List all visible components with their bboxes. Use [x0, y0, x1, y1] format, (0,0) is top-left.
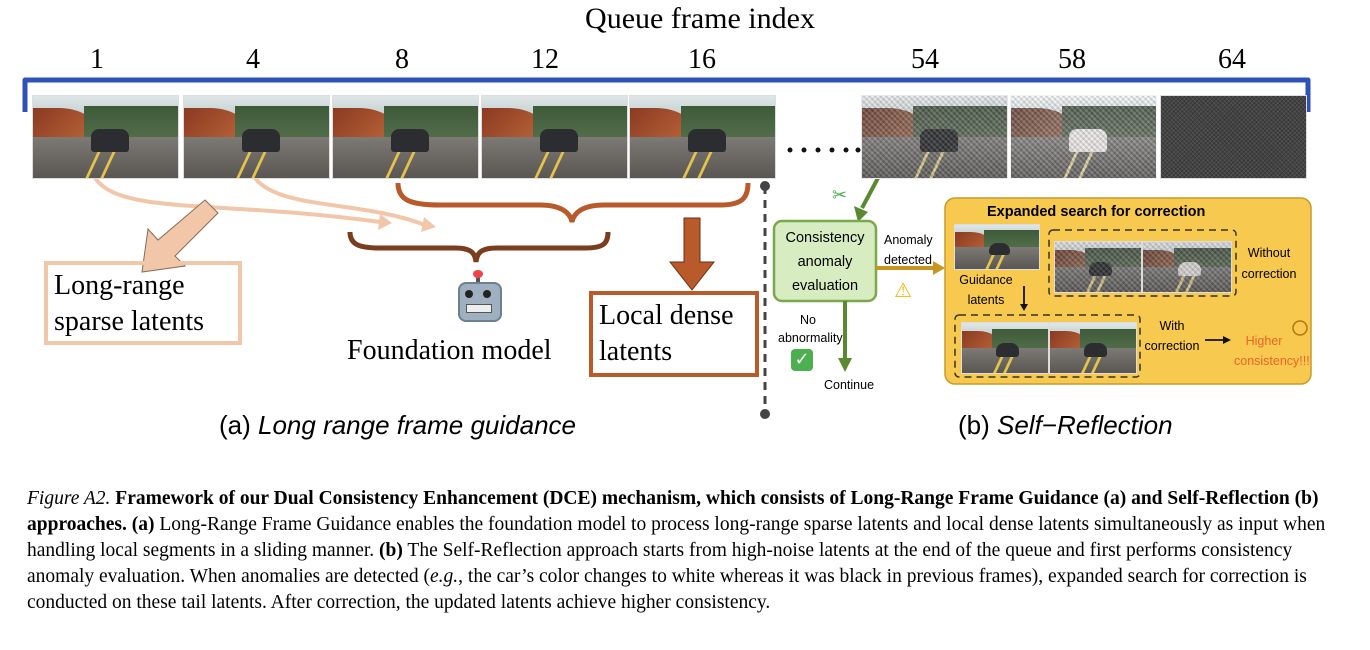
- robot-icon: [455, 270, 502, 322]
- warning-icon: ⚠: [894, 278, 912, 302]
- caption-b-text-2: , the car’s color changes to white where…: [27, 566, 1307, 613]
- foundation-input-brace: [347, 231, 611, 263]
- consistency-box: [772, 219, 878, 303]
- figure-caption: Figure A2. Framework of our Dual Consist…: [27, 486, 1327, 616]
- with-correction-thumb-2: [1049, 322, 1137, 374]
- panel-a-caption: (a) Long range frame guidance: [219, 410, 577, 440]
- with-correction-thumb-1: [961, 322, 1049, 374]
- frame-thumbnail-8: [332, 95, 479, 179]
- caption-bold-title: Framework of our Dual Consistency Enhanc…: [27, 488, 1319, 535]
- long-range-box: [44, 261, 242, 345]
- with-correction-group: [954, 314, 1141, 378]
- frame-index-label: 4: [246, 44, 260, 75]
- sparse-arrow-head: [421, 217, 436, 232]
- sparse-arrow-curve: [253, 176, 426, 227]
- continue-label: Continue: [824, 378, 875, 392]
- local-dense-box: [589, 291, 759, 377]
- anomaly-detected-label: Anomaly detected: [884, 233, 933, 267]
- frame-index-label: 1: [90, 44, 104, 75]
- caption-eg: e.g.: [430, 566, 459, 587]
- caption-b-tag: (b): [379, 540, 403, 561]
- frame-index-label: 12: [531, 44, 559, 75]
- consistency-box-label: Consistency anomaly evaluation: [785, 230, 865, 294]
- continue-arrow-head: [838, 358, 852, 372]
- frame-index-label: 58: [1058, 44, 1086, 75]
- frame-thumbnail-4: [183, 95, 330, 179]
- sparse-arrow-head: [378, 214, 392, 230]
- frame-thumbnail-1: [32, 95, 179, 179]
- foundation-model-label: Foundation model: [347, 335, 552, 366]
- frame-thumbnail-12: [481, 95, 628, 179]
- frame-index-label: 54: [911, 44, 939, 75]
- green-arrow-head: [854, 206, 868, 222]
- tools-icon: ✂: [832, 185, 848, 206]
- long-range-label-line1: Long-range: [54, 270, 185, 301]
- caption-a-text: Long-Range Frame Guidance enables the fo…: [27, 514, 1326, 561]
- frame-range-bracket: [22, 77, 1311, 112]
- local-dense-label-line2: latents: [599, 336, 673, 367]
- frame-thumbnail-58: [1010, 95, 1157, 179]
- frame-index-label: 16: [688, 44, 716, 75]
- frame-thumbnail-64: [1160, 95, 1307, 179]
- without-correction-label: Without correction: [1241, 246, 1297, 281]
- higher-consistency-label: Higher consistency!!!: [1234, 334, 1310, 368]
- anomaly-arrow-head: [933, 261, 945, 275]
- without-correction-thumb-1: [1054, 241, 1142, 293]
- frame-index-label: 8: [395, 44, 409, 75]
- panel-b-caption: (b) Self−Reflection: [958, 410, 1173, 440]
- caption-a-tag: (a): [131, 514, 155, 535]
- guidance-latent-thumbnail: [954, 224, 1040, 270]
- checkmark-icon: ✓: [791, 349, 813, 371]
- sparse-arrow-curve: [93, 176, 381, 224]
- without-correction-group: [1048, 229, 1237, 297]
- long-range-label-line2: sparse latents: [54, 306, 205, 337]
- caption-b-text: The Self-Reflection approach starts from…: [27, 540, 1293, 587]
- with-correction-label: With correction: [1144, 319, 1200, 353]
- local-dense-brace: [395, 182, 751, 223]
- figure-label: Figure A2.: [27, 488, 111, 509]
- frame-thumbnail-54: [861, 95, 1008, 179]
- local-dense-label-line1: Local dense: [599, 300, 734, 331]
- frame-index-label: 64: [1218, 44, 1246, 75]
- ellipsis-dots: [787, 147, 861, 153]
- long-range-big-arrow: [141, 199, 219, 273]
- without-correction-thumb-2: [1142, 241, 1232, 293]
- no-abnormality-label: No abnormality: [778, 313, 843, 345]
- local-dense-big-arrow: [668, 217, 716, 291]
- smile-icon: [1292, 320, 1308, 336]
- guidance-latents-label: Guidance latents: [959, 273, 1013, 307]
- frame-thumbnail-16: [629, 95, 776, 179]
- queue-frame-index-title: Queue frame index: [585, 2, 815, 35]
- expanded-search-title: Expanded search for correction: [987, 204, 1206, 220]
- diagram-canvas: [22, 77, 1312, 419]
